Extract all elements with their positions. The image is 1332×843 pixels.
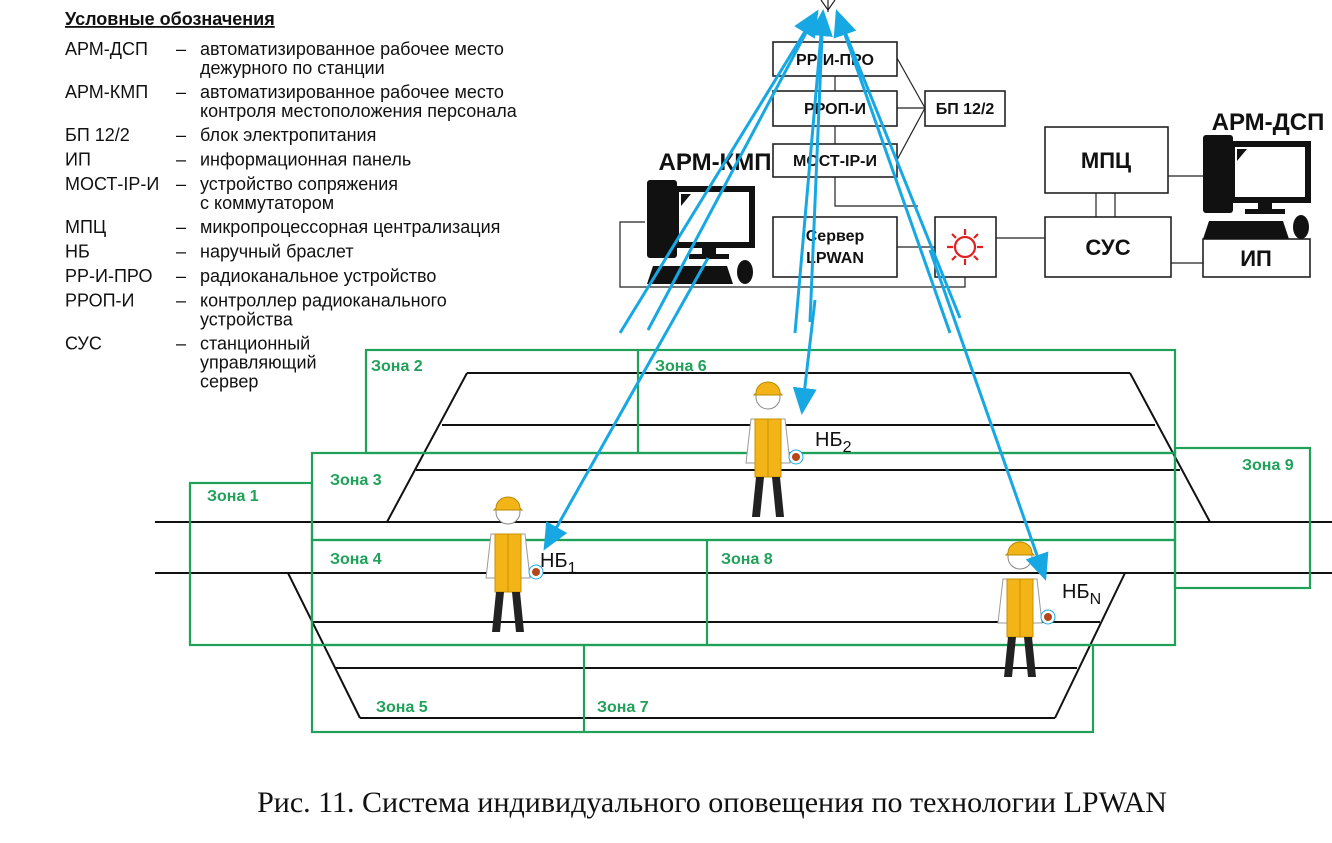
- legend-description: микропроцессорная централизация: [200, 217, 500, 237]
- legend-dash: –: [176, 242, 186, 262]
- antenna-icon: [820, 0, 836, 12]
- legend-description: автоматизированное рабочее место: [200, 39, 504, 59]
- legend-dash: –: [176, 174, 186, 194]
- alarm-light-icon: [947, 229, 983, 265]
- zone-7-label: Зона 7: [597, 699, 649, 716]
- legend-dash: –: [176, 266, 186, 286]
- worker-icon: [745, 381, 804, 518]
- bp-box: [924, 90, 1006, 127]
- legend-item: МПЦ –микропроцессорная централизация: [65, 217, 500, 237]
- figure-caption: Рис. 11. Система индивидуального оповеще…: [257, 786, 1167, 819]
- zone-4-label: Зона 4: [330, 551, 382, 568]
- legend-abbr: БП 12/2: [65, 125, 130, 145]
- legend-description: наручный браслет: [200, 242, 354, 262]
- most-ip-i-label: МОСТ-IP-И: [793, 153, 877, 170]
- ip-box: [1202, 238, 1311, 278]
- legend-description: дежурного по станции: [200, 58, 385, 78]
- legend-dash: –: [176, 217, 186, 237]
- legend-dash: –: [176, 291, 186, 311]
- radio-links: [543, 9, 1049, 581]
- worker-icon: [485, 496, 544, 633]
- legend-description: устройство сопряжения: [200, 174, 398, 194]
- workers: НБ1 НБ2 НБN: [485, 381, 1101, 678]
- legend-description: управляющий: [200, 353, 317, 373]
- devices: РР-И-ПРО РРОП-И МОСТ-IP-И БП 12/2 Сервер…: [647, 41, 1325, 284]
- server-label-1: Сервер: [806, 228, 865, 245]
- legend-description: станционный: [200, 334, 310, 354]
- zone-9-box: [1173, 446, 1312, 590]
- zone-6-label: Зона 6: [655, 358, 707, 375]
- legend-item: РРОП-И –контроллер радиоканальногоустройс…: [65, 291, 447, 330]
- legend-abbr: ИП: [65, 150, 91, 170]
- computer-icon: [1203, 135, 1311, 239]
- server-lpwan-box: [772, 216, 898, 278]
- zone-1-label: Зона 1: [207, 488, 259, 505]
- legend-item: АРМ-ДСП –автоматизированное рабочее место…: [65, 39, 504, 78]
- zones: Зона 1 Зона 2 Зона 3 Зона 4 Зона 5 Зона …: [188, 348, 1312, 734]
- legend-abbr: РР-И-ПРО: [65, 266, 153, 286]
- legend-item: ИП –информационная панель: [65, 150, 411, 170]
- zone-2-label: Зона 2: [371, 358, 423, 375]
- zone-3-box: [310, 451, 1177, 542]
- bp-label: БП 12/2: [936, 101, 995, 118]
- legend-description: блок электропитания: [200, 125, 376, 145]
- legend-description: сервер: [200, 372, 258, 392]
- server-label-2: LPWAN: [806, 250, 864, 267]
- zone-5-label: Зона 5: [376, 699, 428, 716]
- wiring: [619, 0, 1205, 288]
- legend-item: РР-И-ПРО –радиоканальное устройство: [65, 266, 436, 286]
- legend-item: БП 12/2 –блок электропитания: [65, 125, 376, 145]
- mpc-label: МПЦ: [1081, 148, 1131, 173]
- legend-description: контроля местоположения персонала: [200, 101, 518, 121]
- legend-abbr: МПЦ: [65, 217, 106, 237]
- railway-tracks: [155, 372, 1332, 719]
- legend-dash: –: [176, 39, 186, 59]
- legend-abbr: АРМ-ДСП: [65, 39, 148, 59]
- legend-abbr: МОСТ-IP-И: [65, 174, 159, 194]
- zone-5-7-box: [310, 643, 1095, 734]
- legend-abbr: АРМ-КМП: [65, 82, 148, 102]
- most-ip-i-box: [772, 143, 898, 178]
- legend-dash: –: [176, 82, 186, 102]
- zone-1-box: [188, 481, 314, 647]
- legend-description: устройства: [200, 310, 294, 330]
- legend: Условные обозначения АРМ-ДСП–автоматизир…: [65, 9, 518, 392]
- legend-dash: –: [176, 334, 186, 354]
- legend-description: радиоканальное устройство: [200, 266, 436, 286]
- worker-icon: [997, 541, 1056, 678]
- bracelet-2-label: НБ2: [815, 429, 852, 456]
- arm-dsp-label: АРМ-ДСП: [1212, 109, 1325, 136]
- legend-description: информационная панель: [200, 150, 411, 170]
- rr-i-pro-label: РР-И-ПРО: [796, 52, 874, 69]
- bracelet-n-label: НБN: [1062, 581, 1101, 608]
- legend-description: контроллер радиоканального: [200, 291, 447, 311]
- sus-label: СУС: [1085, 235, 1130, 260]
- zone-8-label: Зона 8: [721, 551, 773, 568]
- mpc-box: [1044, 126, 1169, 194]
- legend-description: автоматизированное рабочее место: [200, 82, 504, 102]
- legend-dash: –: [176, 150, 186, 170]
- legend-abbr: СУС: [65, 334, 102, 354]
- bracelet-1-label: НБ1: [540, 550, 577, 577]
- legend-item: НБ –наручный браслет: [65, 242, 354, 262]
- legend-abbr: НБ: [65, 242, 90, 262]
- zone-9-label: Зона 9: [1242, 457, 1294, 474]
- arm-kmp-label: АРМ-КМП: [659, 149, 772, 176]
- zone-3-label: Зона 3: [330, 472, 382, 489]
- legend-dash: –: [176, 125, 186, 145]
- legend-description: с коммутатором: [200, 193, 334, 213]
- legend-abbr: РРОП-И: [65, 291, 135, 311]
- sus-box: [1044, 216, 1172, 278]
- legend-title: Условные обозначения: [65, 9, 275, 29]
- legend-item: АРМ-КМП –автоматизированное рабочее место…: [65, 82, 518, 121]
- ip-label: ИП: [1240, 246, 1272, 271]
- alarm-lamp-box: [934, 216, 997, 278]
